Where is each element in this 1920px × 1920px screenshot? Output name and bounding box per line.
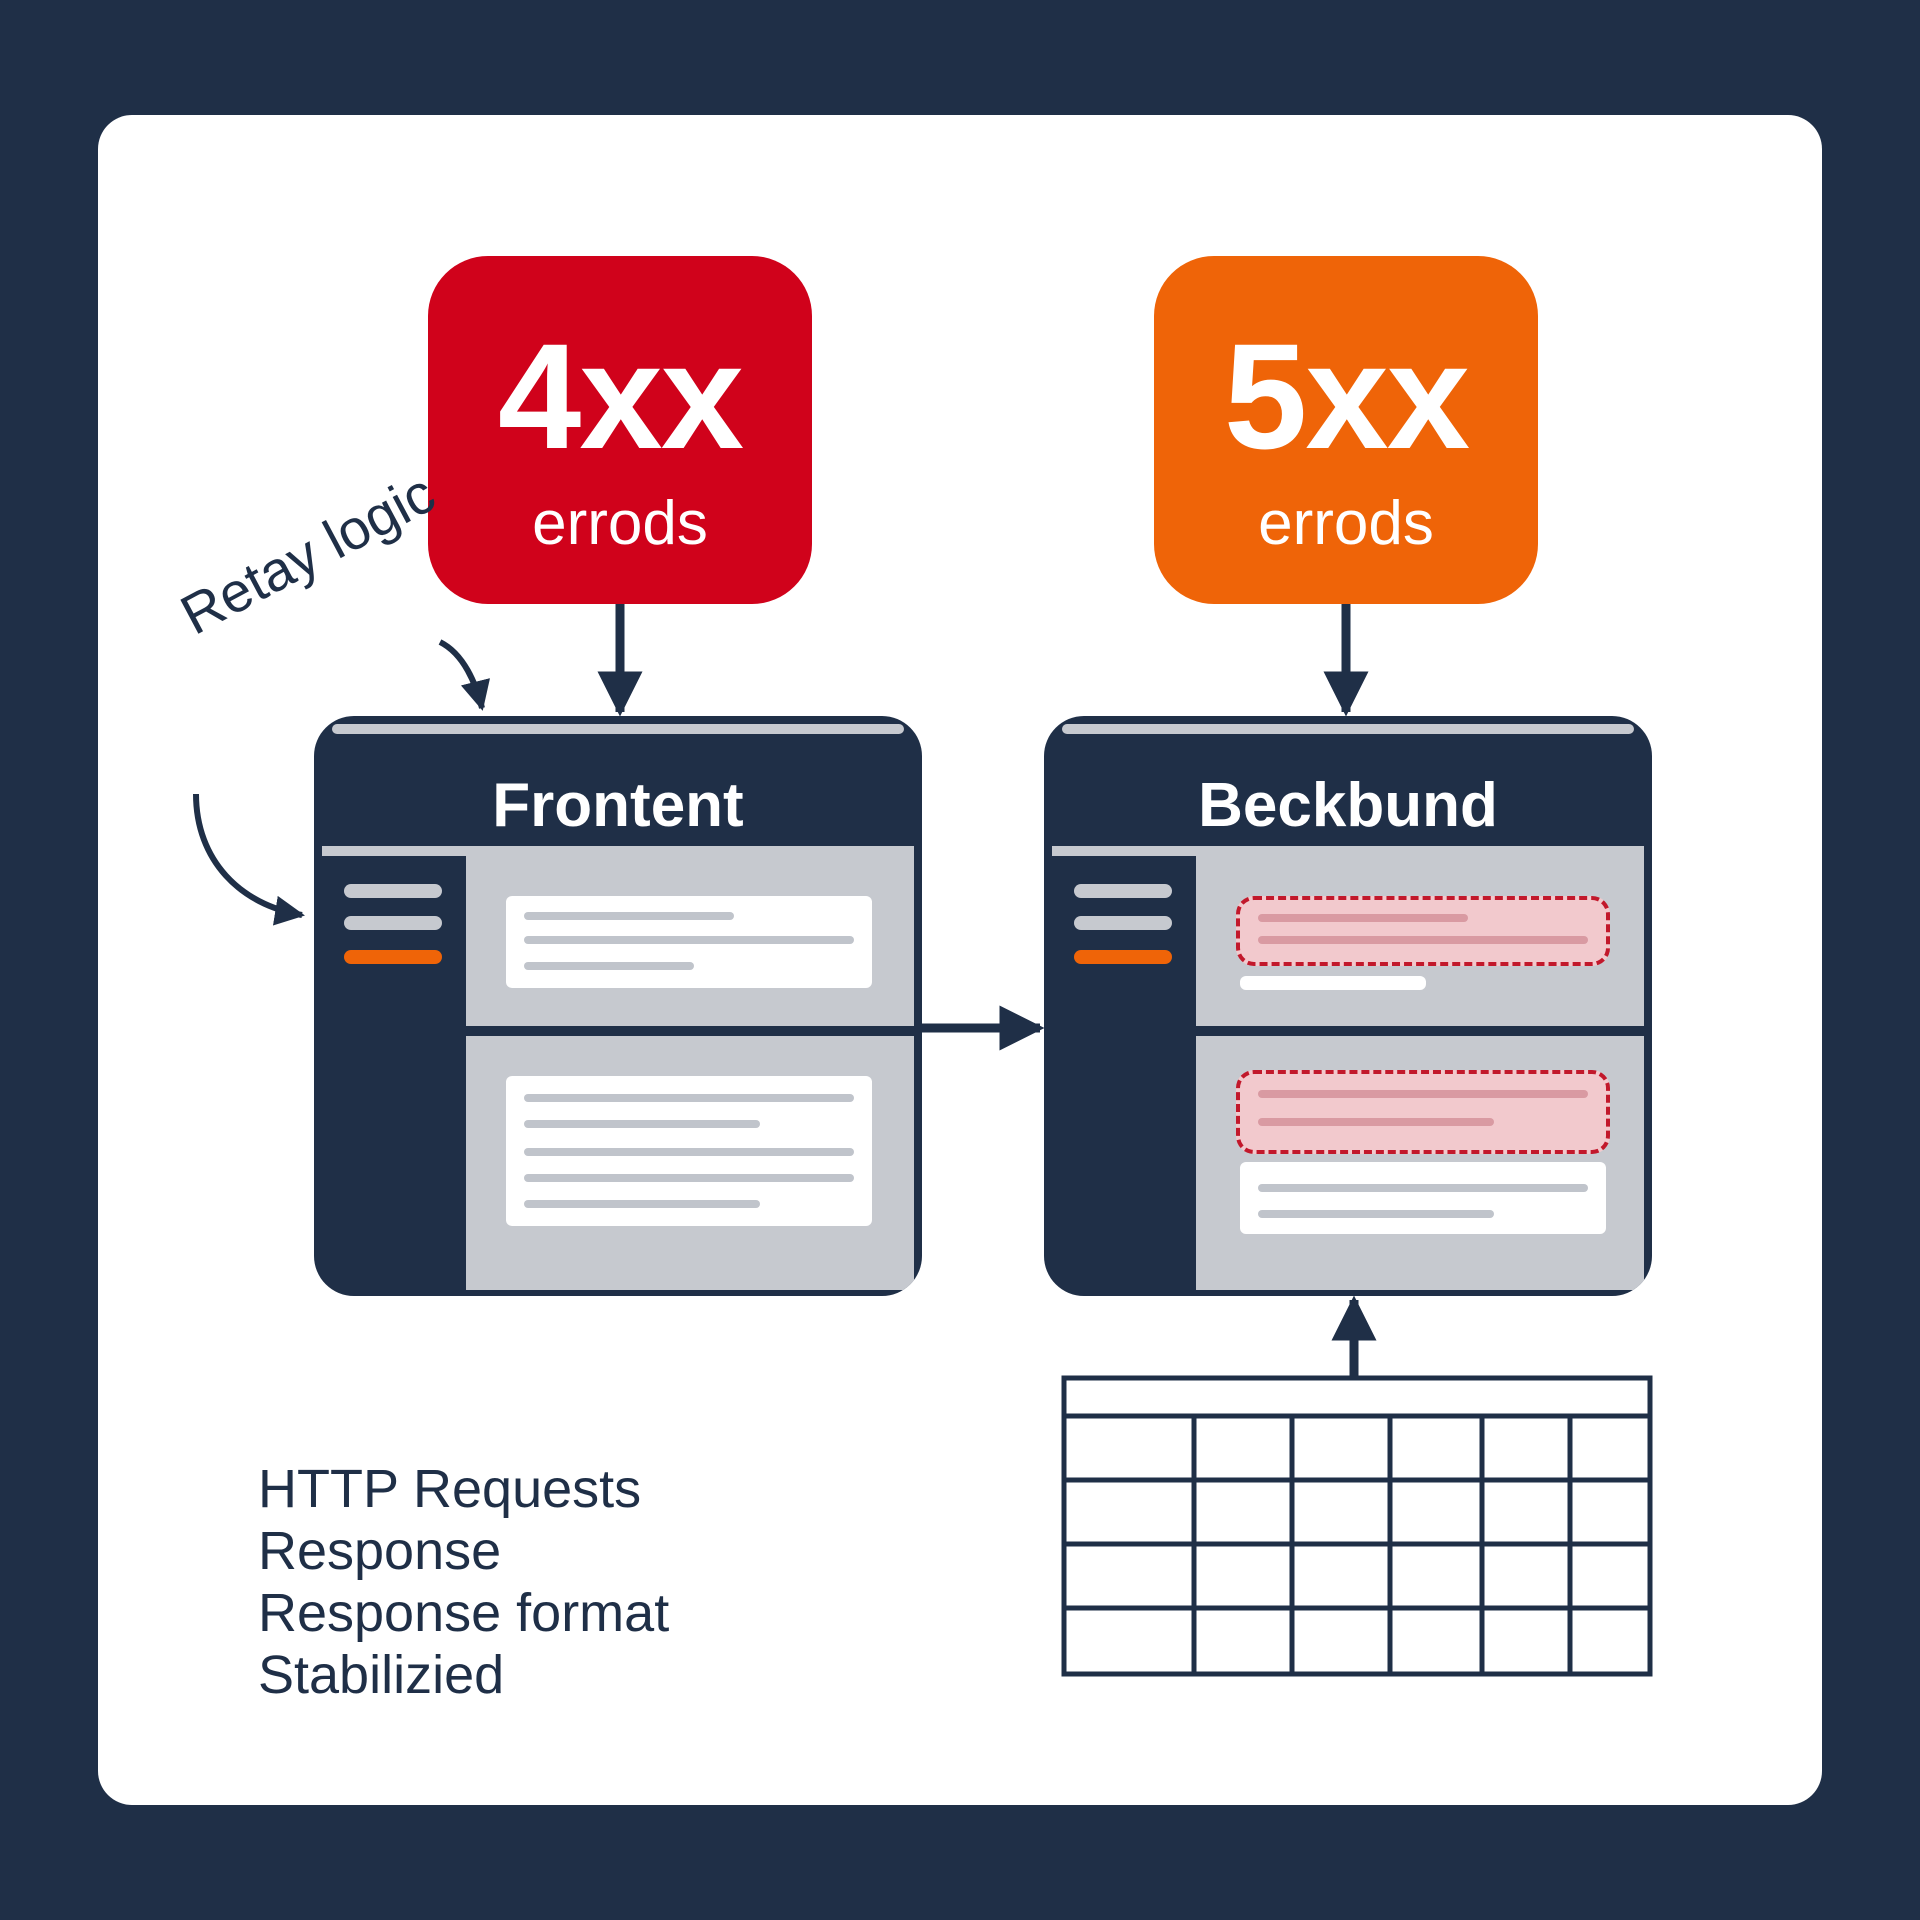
menu-line-icon — [344, 916, 442, 930]
frontend-title: Frontent — [492, 771, 744, 840]
data-grid-icon — [1061, 1375, 1653, 1677]
error-highlight — [1236, 896, 1610, 966]
menu-active-line-icon — [344, 950, 442, 964]
legend-item: Stabilizied — [258, 1645, 505, 1705]
text-line — [524, 1174, 854, 1182]
text-line — [524, 962, 694, 970]
text-line — [524, 1148, 854, 1156]
backend-title: Beckbund — [1198, 771, 1498, 840]
content-panel — [1240, 976, 1426, 990]
window-header-divider — [1052, 846, 1644, 856]
client-error-label: errods — [532, 489, 708, 558]
window-top-edge — [1062, 724, 1634, 734]
text-line — [1258, 936, 1588, 944]
server-error-label: errods — [1258, 489, 1434, 558]
legend-item: HTTP Requests — [258, 1459, 642, 1519]
text-line — [524, 1094, 854, 1102]
text-line — [524, 1120, 760, 1128]
backend-pane-top — [1196, 856, 1644, 1026]
server-error-badge: 5xx errods — [1154, 256, 1538, 604]
menu-line-icon — [1074, 916, 1172, 930]
text-line — [1258, 1210, 1494, 1218]
retry-curve-icon — [193, 793, 305, 926]
legend-list: HTTP Requests Response Response format S… — [258, 1458, 669, 1706]
retry-arrow-icon — [438, 639, 490, 711]
content-panel — [506, 1076, 872, 1226]
menu-line-icon — [344, 884, 442, 898]
client-error-badge: 4xx errods — [428, 256, 812, 604]
content-panel — [1240, 1162, 1606, 1234]
text-line — [524, 912, 734, 920]
menu-active-line-icon — [1074, 950, 1172, 964]
window-top-edge — [332, 724, 904, 734]
error-highlight — [1236, 1070, 1610, 1154]
menu-line-icon — [1074, 884, 1172, 898]
backend-window: Beckbund — [1044, 716, 1652, 1296]
content-panel — [506, 896, 872, 988]
frontend-pane-top — [466, 856, 914, 1026]
frontend-pane-bottom — [466, 1036, 914, 1290]
window-header-divider — [322, 846, 914, 856]
frontend-window: Frontent — [314, 716, 922, 1296]
text-line — [524, 936, 854, 944]
client-error-code: 4xx — [497, 312, 744, 480]
legend-item: Response — [258, 1521, 502, 1581]
legend-item: Response format — [258, 1583, 670, 1643]
backend-pane-bottom — [1196, 1036, 1644, 1290]
server-error-code: 5xx — [1223, 312, 1470, 480]
text-line — [1258, 1184, 1588, 1192]
text-line — [1258, 914, 1468, 922]
text-line — [1258, 1118, 1494, 1126]
text-line — [524, 1200, 760, 1208]
text-line — [1258, 1090, 1588, 1098]
